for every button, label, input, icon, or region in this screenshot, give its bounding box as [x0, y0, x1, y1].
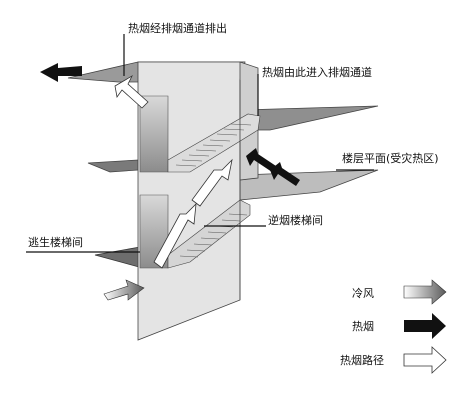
smoke-path-arrow-icon [403, 346, 447, 374]
cold-air-arrow-icon [403, 279, 447, 305]
upper-stair-steps [175, 123, 252, 167]
label-smoke-enters: 热烟由此进入排烟通道 [262, 66, 372, 79]
upper-floor-plane [239, 105, 379, 131]
upper-stair-opening [139, 95, 169, 173]
label-floor-plane: 楼层平面(受灾热区) [342, 152, 439, 165]
smoke-path-arrow-mid [191, 158, 233, 207]
smoke-path-arrow-top [114, 74, 149, 109]
label-escape-stair: 逃生楼梯间 [28, 236, 83, 249]
legend-label-hot-smoke: 热烟 [352, 320, 374, 333]
legend-label-cold-air: 冷风 [352, 287, 374, 300]
hot-smoke-in-arrow-1 [246, 148, 276, 172]
hot-smoke-arrow-icon [404, 313, 446, 339]
upper-stair-flight [167, 113, 261, 173]
middle-floor-plane [239, 169, 379, 201]
label-exhaust-out: 热烟经排烟通道排出 [128, 22, 227, 35]
hot-smoke-exit-arrow [40, 63, 82, 82]
label-reverse-stair: 逆烟楼梯间 [268, 214, 323, 227]
cold-air-arrow [103, 279, 145, 301]
hot-smoke-in-arrow-2 [270, 162, 300, 186]
left-floor-plate [87, 159, 139, 173]
legend-label-smoke-path: 热烟路径 [340, 354, 384, 367]
smoke-path-arrow-low [153, 202, 197, 269]
